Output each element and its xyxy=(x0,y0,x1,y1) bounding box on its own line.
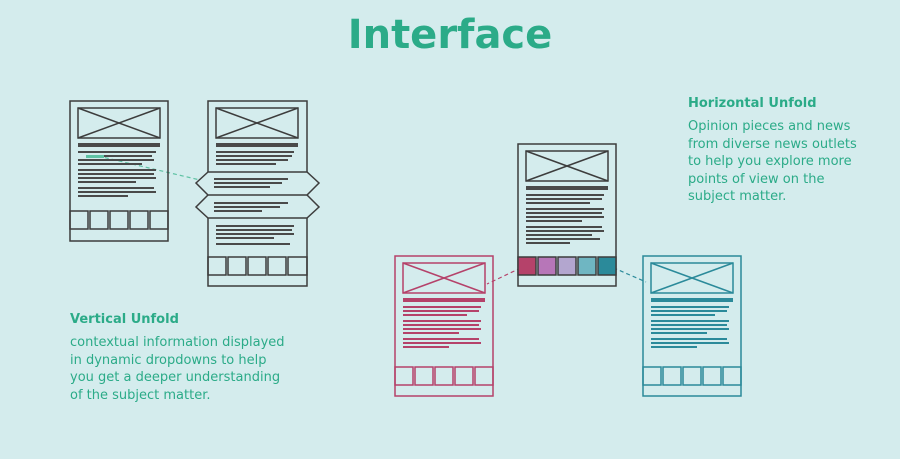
image-placeholder-icon xyxy=(402,262,486,294)
color-swatch xyxy=(577,256,597,276)
color-swatch xyxy=(557,256,577,276)
description-line: you get a deeper understanding xyxy=(70,370,281,385)
vertical-unfold-heading: Vertical Unfold xyxy=(70,312,179,327)
image-placeholder-icon xyxy=(215,107,299,139)
description-line: contextual information displayed xyxy=(70,335,285,350)
color-swatch xyxy=(537,256,557,276)
color-swatch xyxy=(517,256,537,276)
color-swatch xyxy=(597,256,617,276)
description-line: of the subject matter. xyxy=(70,387,211,403)
source-swatches xyxy=(517,256,617,276)
image-placeholder-icon xyxy=(650,262,734,294)
wireframe-page-center xyxy=(517,143,617,287)
wireframe-page-article xyxy=(69,100,169,242)
vertical-unfold-description: contextual information displayed in dyna… xyxy=(70,334,285,404)
description-line: to help you explore more xyxy=(688,154,852,169)
horizontal-unfold-description: Opinion pieces and news from diverse new… xyxy=(688,118,857,206)
description-line: from diverse news outlets xyxy=(688,136,857,152)
wireframe-page-vertical-unfold xyxy=(194,100,321,287)
description-line: subject matter. xyxy=(688,189,787,204)
horizontal-unfold-heading: Horizontal Unfold xyxy=(688,96,817,111)
wireframe-page-magenta xyxy=(394,255,494,397)
description-line: Opinion pieces and news xyxy=(688,119,851,134)
image-placeholder-icon xyxy=(525,150,609,182)
page-title: Interface xyxy=(347,12,553,58)
description-line: in dynamic dropdowns to help xyxy=(70,352,267,368)
image-placeholder-icon xyxy=(77,107,161,139)
wireframe-page-teal xyxy=(642,255,742,397)
description-line: points of view on the xyxy=(688,171,825,187)
